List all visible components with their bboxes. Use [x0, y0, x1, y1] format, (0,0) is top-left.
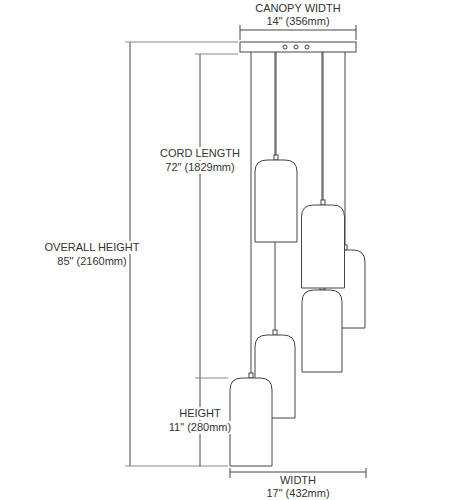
socket — [321, 200, 325, 205]
dimension-label: CORD LENGTH — [158, 147, 242, 160]
extension-line — [356, 25, 357, 40]
cord — [323, 52, 324, 201]
extension-line — [195, 54, 238, 55]
extension-line — [366, 468, 367, 478]
extension-line — [195, 378, 228, 379]
dimension-label: 17" (432mm) — [264, 487, 331, 500]
canopy-plate — [240, 42, 356, 52]
extension-line — [125, 42, 238, 43]
canopy-screw — [283, 45, 287, 49]
glass-shade — [302, 290, 342, 372]
socket — [249, 373, 253, 378]
glass-shade — [255, 160, 297, 242]
cord-group — [251, 45, 345, 374]
dimension-line — [130, 42, 131, 466]
dimension-label: 11" (280mm) — [167, 421, 233, 434]
shade-group — [230, 155, 365, 466]
dimension-label: CANOPY WIDTH — [253, 2, 342, 15]
dimension-label: 72" (1829mm) — [163, 161, 236, 174]
dimension-label: 14" (356mm) — [264, 15, 331, 28]
extension-line — [240, 25, 241, 40]
extension-line — [125, 466, 228, 467]
dimension-label: HEIGHT — [177, 407, 223, 420]
dimension-label: 85" (2160mm) — [55, 255, 128, 268]
dimension-line — [230, 472, 366, 473]
cord — [276, 52, 277, 156]
glass-shade — [302, 205, 345, 288]
socket — [273, 330, 277, 335]
extension-line — [230, 468, 231, 478]
socket — [274, 155, 278, 160]
glass-shade — [230, 378, 272, 466]
canopy-screw — [294, 45, 298, 49]
dimension-line — [240, 30, 356, 31]
canopy-screw — [305, 45, 309, 49]
cord — [251, 52, 252, 374]
dimension-line — [200, 54, 201, 466]
dimension-label: OVERALL HEIGHT — [43, 241, 142, 254]
dimension-label: WIDTH — [278, 474, 318, 487]
